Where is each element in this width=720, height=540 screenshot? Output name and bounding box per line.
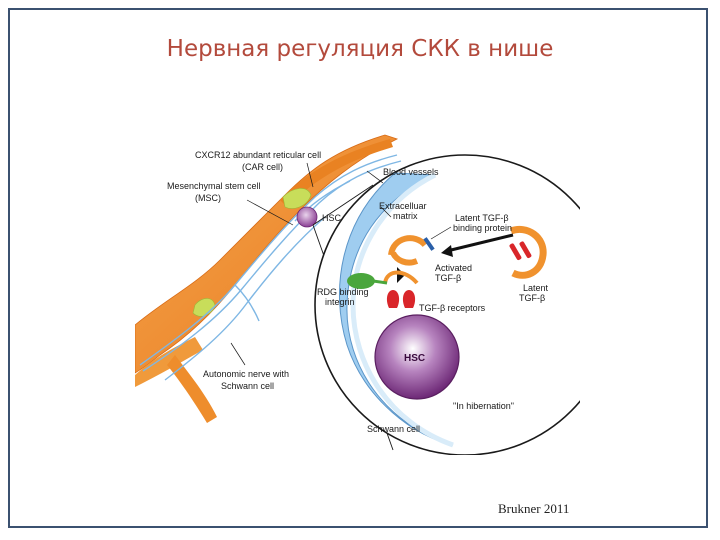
hsc-large-cell: [374, 314, 460, 400]
label-receptors: TGF-β receptors: [419, 303, 486, 313]
label-nerve-2: Schwann cell: [221, 381, 274, 391]
diagram-labels: CXCR12 abundant reticular cell (CAR cell…: [167, 150, 549, 434]
latent-tgf-beta: [509, 226, 547, 279]
label-blood-vessels: Blood vessels: [383, 167, 439, 177]
label-activated-1: Activated: [435, 263, 472, 273]
tgf-beta-receptors: [383, 270, 419, 308]
citation: Brukner 2011: [498, 501, 570, 516]
marrow-scene: [135, 134, 402, 423]
label-hibernation: "In hibernation": [453, 401, 514, 411]
label-rdg-1: RDG binding: [317, 287, 369, 297]
rdg-integrin: [347, 273, 388, 289]
zoomed-niche: [314, 154, 580, 455]
label-latent-bp-1: Latent TGF-β: [455, 213, 509, 223]
label-msc-1: Mesenchymal stem cell: [167, 181, 261, 191]
label-latent-tgf-1: Latent: [523, 283, 549, 293]
leader-lines: [230, 162, 452, 366]
label-ecm-1: Extracelluar: [379, 201, 427, 211]
car-cell-branch: [135, 337, 203, 387]
hsc-small-cell: [296, 206, 318, 228]
activation-arrowhead: [441, 245, 453, 257]
label-car-cell-2: (CAR cell): [242, 162, 283, 172]
label-schwann: Schwann cell: [367, 424, 420, 434]
label-latent-tgf-2: TGF-β: [519, 293, 545, 303]
msc-blob: [282, 188, 312, 209]
label-activated-2: TGF-β: [435, 273, 461, 283]
hsc-niche-diagram: CXCR12 abundant reticular cell (CAR cell…: [135, 134, 580, 455]
label-latent-bp-2: binding protein: [453, 223, 512, 233]
label-msc-2: (MSC): [195, 193, 221, 203]
extracellular-matrix-band: [350, 172, 454, 448]
label-hsc-large: HSC: [404, 353, 425, 364]
slide-title: Нервная регуляция СКК в нише: [166, 36, 554, 62]
label-ecm-2: matrix: [393, 211, 418, 221]
label-hsc-small: HSC: [322, 213, 342, 223]
blood-vessel: [280, 139, 393, 207]
label-car-cell-1: CXCR12 abundant reticular cell: [195, 150, 321, 160]
label-rdg-2: integrin: [325, 297, 355, 307]
slide-frame: [8, 8, 708, 528]
activation-arrow: [446, 233, 514, 253]
label-nerve-1: Autonomic nerve with: [203, 369, 289, 379]
car-cell-lower-branch: [167, 355, 217, 423]
